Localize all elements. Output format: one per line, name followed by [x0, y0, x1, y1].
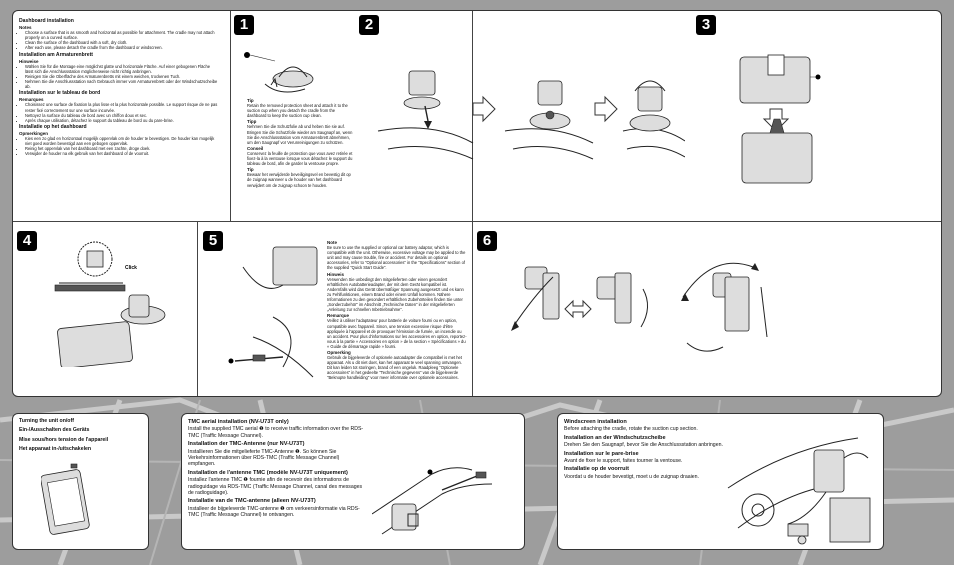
windscreen-nl-title: Installatie op de voorruit: [564, 466, 629, 473]
step-4-illustration: Click: [54, 241, 166, 367]
step-1-tips: Tip Retain the removed protection sheet …: [247, 97, 353, 188]
power-panel: Turning the unit on/off Ein-/Ausschalten…: [12, 413, 149, 550]
fr-note: Nettoyez la surface du tableau de bord a…: [25, 113, 219, 118]
power-line: Het apparaat in-/uitschakelen: [19, 446, 92, 453]
en-note: After each use, please detach the cradle…: [25, 45, 219, 50]
dashboard-installation-notes: Dashboard installation Notes Choose a su…: [19, 17, 219, 156]
tmc-nl-text: Installeer de bijgeleverde TMC-antenne ❶…: [188, 505, 360, 519]
nl-note: Verwijder de houder na elk gebruik van h…: [25, 151, 219, 156]
windscreen-panel: Windscreen installation Before attaching…: [557, 413, 884, 550]
click-label: Click: [125, 265, 137, 271]
tip-text: Conservez la feuille de protection que v…: [247, 150, 353, 167]
tmc-fr-title: Installation de l'antenne TMC (modèle NV…: [188, 469, 348, 476]
step-1-badge: 1: [234, 15, 254, 35]
nl-notes-title: Opmerkingen: [19, 130, 49, 136]
tmc-en-title: TMC aerial installation (NV-U73T only): [188, 419, 289, 425]
note-text: Be sure to use the supplied or optional …: [327, 245, 466, 271]
de-note: Wählen Sie für die Montage eine möglichs…: [25, 64, 219, 74]
tip-text: Nehmen Sie die Schutzfolie ab und heben …: [247, 124, 353, 145]
tip-title: Tip: [247, 167, 254, 173]
step-6-badge: 6: [477, 231, 497, 251]
note-text: Veillez à utiliser l'adaptateur pour bat…: [327, 318, 467, 349]
windscreen-de-title: Installation an der Windschutzscheibe: [564, 434, 666, 441]
en-notes-title: Notes: [19, 25, 32, 31]
tmc-en-text: Install the supplied TMC aerial ❶ to rec…: [188, 426, 364, 439]
windscreen-fr-title: Installation sur le pare-brise: [564, 450, 639, 457]
windscreen-en-title: Windscreen installation: [564, 419, 627, 425]
de-title: Installation am Armaturenbrett: [19, 51, 93, 58]
power-button-icon: [70, 463, 78, 469]
note-title: Opmerking: [327, 349, 351, 355]
power-line: Ein-/Ausschalten des Geräts: [19, 427, 90, 434]
callout-1-icon: [228, 358, 234, 364]
step-6-illustration: [511, 262, 768, 352]
windscreen-de-text: Drehen Sie den Saugnapf, bevor Sie die A…: [564, 442, 723, 449]
note-title: Hinweis: [327, 271, 345, 277]
step-5-notes: Note Be sure to use the supplied or opti…: [327, 239, 467, 381]
tmc-fr-text: Installez l'antenne TMC ❶ fournie afin d…: [188, 477, 363, 497]
callout-1-icon: [244, 52, 250, 58]
arrow-right-icon: [472, 95, 496, 123]
callout-1-icon: [815, 74, 821, 80]
tip-text: Bewaar het verwijderde beveiligingsvel e…: [247, 172, 351, 188]
nl-note: Kies een zo glad en horizontaal mogelijk…: [25, 136, 219, 146]
note-title: Note: [327, 240, 337, 245]
installation-steps-panel: Dashboard installation Notes Choose a su…: [12, 10, 942, 397]
note-text: Verwenden Sie unbedingt den mitgeliefert…: [327, 276, 464, 313]
tmc-panel: TMC aerial installation (NV-U73T only) I…: [181, 413, 525, 550]
callout-1-icon: [427, 469, 433, 475]
power-line: Turning the unit on/off: [19, 418, 74, 424]
step-3-illustration: [739, 54, 821, 184]
en-note: Choose a surface that is as smooth and h…: [25, 30, 219, 40]
note-text: Gebruik de bijgeleverde of optionele aut…: [327, 355, 462, 381]
power-illustration: [41, 463, 90, 535]
fr-notes-title: Remarques: [19, 97, 44, 103]
nl-title: Installatie op het dashboard: [19, 123, 87, 130]
nl-note: Reinig het oppervlak van het dashboard m…: [25, 146, 219, 151]
note-title: Remarque: [327, 313, 350, 319]
arrow-right-icon: [594, 95, 618, 123]
step-3-badge: 3: [696, 15, 716, 35]
fr-note: Après chaque utilisation, détachez le su…: [25, 118, 219, 123]
step-5-badge: 5: [203, 231, 223, 251]
step-4-badge: 4: [17, 231, 37, 251]
step-5-illustration: [228, 246, 318, 378]
tip-title: Tipp: [247, 119, 257, 125]
de-note: Reinigen Sie die Oberfläche des Armature…: [25, 74, 219, 79]
double-arrow-icon: [564, 299, 592, 319]
step-1-illustration: [244, 52, 314, 93]
windscreen-en-text: Before attaching the cradle, rotate the …: [564, 426, 698, 433]
en-title: Dashboard installation: [19, 18, 74, 24]
windscreen-nl-text: Voordat u de houder bevestigt, moet u de…: [564, 473, 699, 480]
tmc-de-text: Installieren Sie die mitgelieferte TMC-A…: [188, 448, 340, 468]
windscreen-illustration: [727, 437, 871, 545]
tip-text: Retain the removed protection sheet and …: [247, 103, 348, 119]
fr-note: Choisissez une surface de fixation la pl…: [25, 102, 219, 112]
fr-title: Installation sur le tableau de bord: [19, 90, 101, 97]
windscreen-fr-text: Avant de fixer le support, faites tourne…: [564, 458, 683, 465]
tip-title: Tip: [247, 98, 254, 103]
tip-title: Conseil: [247, 145, 264, 151]
step-2-badge: 2: [359, 15, 379, 35]
de-note: Nehmen Sie die Anschlussstation nach Geb…: [25, 79, 219, 89]
tmc-illustration: [372, 467, 493, 535]
en-note: Clean the surface of the dashboard with …: [25, 40, 219, 45]
power-line: Mise sous/hors tension de l'appareil: [19, 436, 109, 443]
de-notes-title: Hinweise: [19, 58, 39, 64]
tmc-nl-title: Installatie van de TMC-antenne (alleen N…: [188, 498, 316, 505]
tmc-de-title: Installation der TMC-Antenne (nur NV-U73…: [188, 441, 305, 448]
step-2-illustration: [377, 70, 685, 160]
